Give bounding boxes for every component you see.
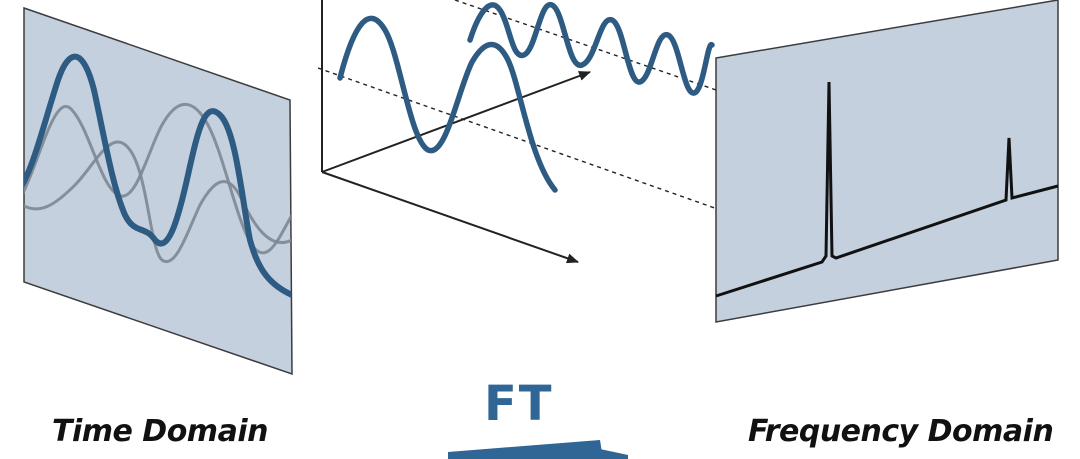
frequency-domain-panel — [715, 0, 1059, 323]
frequency-domain-label: Frequency Domain — [748, 414, 1054, 449]
component-sine-waves — [337, 2, 715, 193]
low-frequency-sine-wave — [337, 15, 558, 193]
fourier-transform-label: FT — [484, 376, 554, 432]
high-frequency-sine-wave — [467, 2, 715, 96]
axes-frame — [321, 0, 591, 264]
time-domain-panel — [23, 6, 293, 376]
frequency-domain-panel-face — [715, 0, 1059, 323]
time-domain-composite-wave — [24, 53, 292, 298]
fourier-transform-arrow — [448, 440, 628, 459]
time-domain-label: Time Domain — [52, 414, 268, 449]
frequency-axis-arrow — [321, 71, 591, 173]
time-axis-arrow — [321, 171, 579, 264]
ft-arrow-head — [580, 446, 628, 459]
frequency-spectrum — [715, 81, 1059, 298]
ft-arrow-shaft — [448, 440, 603, 459]
